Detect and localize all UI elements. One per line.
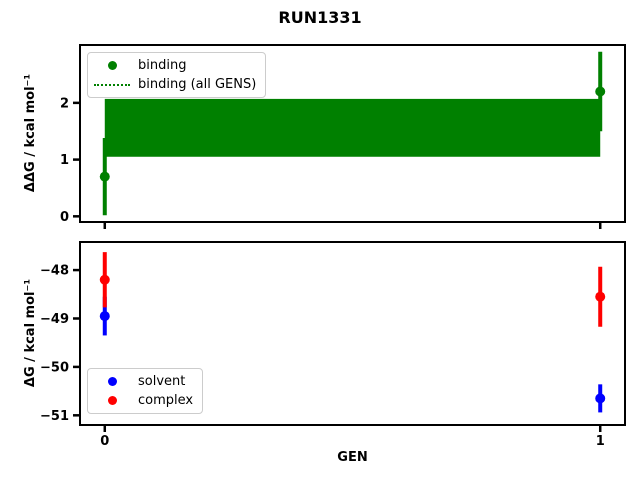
y-tick-label--50: −50 bbox=[40, 360, 69, 375]
x-tick-label-1: 1 bbox=[596, 434, 605, 449]
component-free-energy-plot-spines bbox=[79, 241, 626, 426]
binding-legend: binding binding (all GENS) bbox=[87, 52, 267, 98]
legend-item-binding: binding bbox=[93, 56, 256, 75]
y-tick-label--48: −48 bbox=[40, 264, 69, 279]
x-tick-label-0: 0 bbox=[100, 434, 109, 449]
component-legend: solvent complex bbox=[87, 368, 204, 414]
y-tick-label-1: 1 bbox=[60, 153, 69, 168]
solvent-marker-icon bbox=[93, 377, 131, 386]
y-tick-label-0: 0 bbox=[60, 210, 69, 225]
green-dotted-line-icon bbox=[94, 83, 130, 86]
red-dot-icon bbox=[107, 396, 117, 405]
y-tick-label--49: −49 bbox=[40, 312, 69, 327]
legend-item-complex: complex bbox=[93, 391, 193, 410]
complex-point-0 bbox=[99, 274, 110, 285]
figure-title: RUN1331 bbox=[278, 8, 362, 27]
binding-marker-icon bbox=[93, 61, 131, 70]
solvent-point-0 bbox=[99, 311, 110, 322]
binding-point-0 bbox=[99, 171, 110, 182]
legend-label-complex: complex bbox=[138, 393, 194, 408]
legend-item-binding-all-gens: binding (all GENS) bbox=[93, 75, 256, 94]
bottom-y-axis-label: ΔG / kcal mol⁻¹ bbox=[23, 278, 38, 388]
complex-point-1 bbox=[595, 291, 606, 302]
binding-free-energy-plot-band bbox=[104, 98, 601, 157]
legend-label-solvent: solvent bbox=[138, 374, 186, 389]
binding-all-gens-marker-icon bbox=[93, 83, 131, 86]
binding-free-energy-plot-spines bbox=[79, 44, 626, 223]
complex-marker-icon bbox=[93, 396, 131, 405]
binding-point-1 bbox=[595, 86, 606, 97]
blue-dot-icon bbox=[107, 377, 117, 386]
y-tick-label-2: 2 bbox=[60, 96, 69, 111]
legend-label-binding-all-gens: binding (all GENS) bbox=[138, 77, 257, 92]
legend-item-solvent: solvent bbox=[93, 372, 193, 391]
legend-label-binding: binding bbox=[138, 58, 187, 73]
green-dot-icon bbox=[107, 61, 117, 70]
solvent-point-1 bbox=[595, 393, 606, 404]
x-axis-label: GEN bbox=[337, 450, 368, 465]
y-tick-label--51: −51 bbox=[40, 409, 69, 424]
